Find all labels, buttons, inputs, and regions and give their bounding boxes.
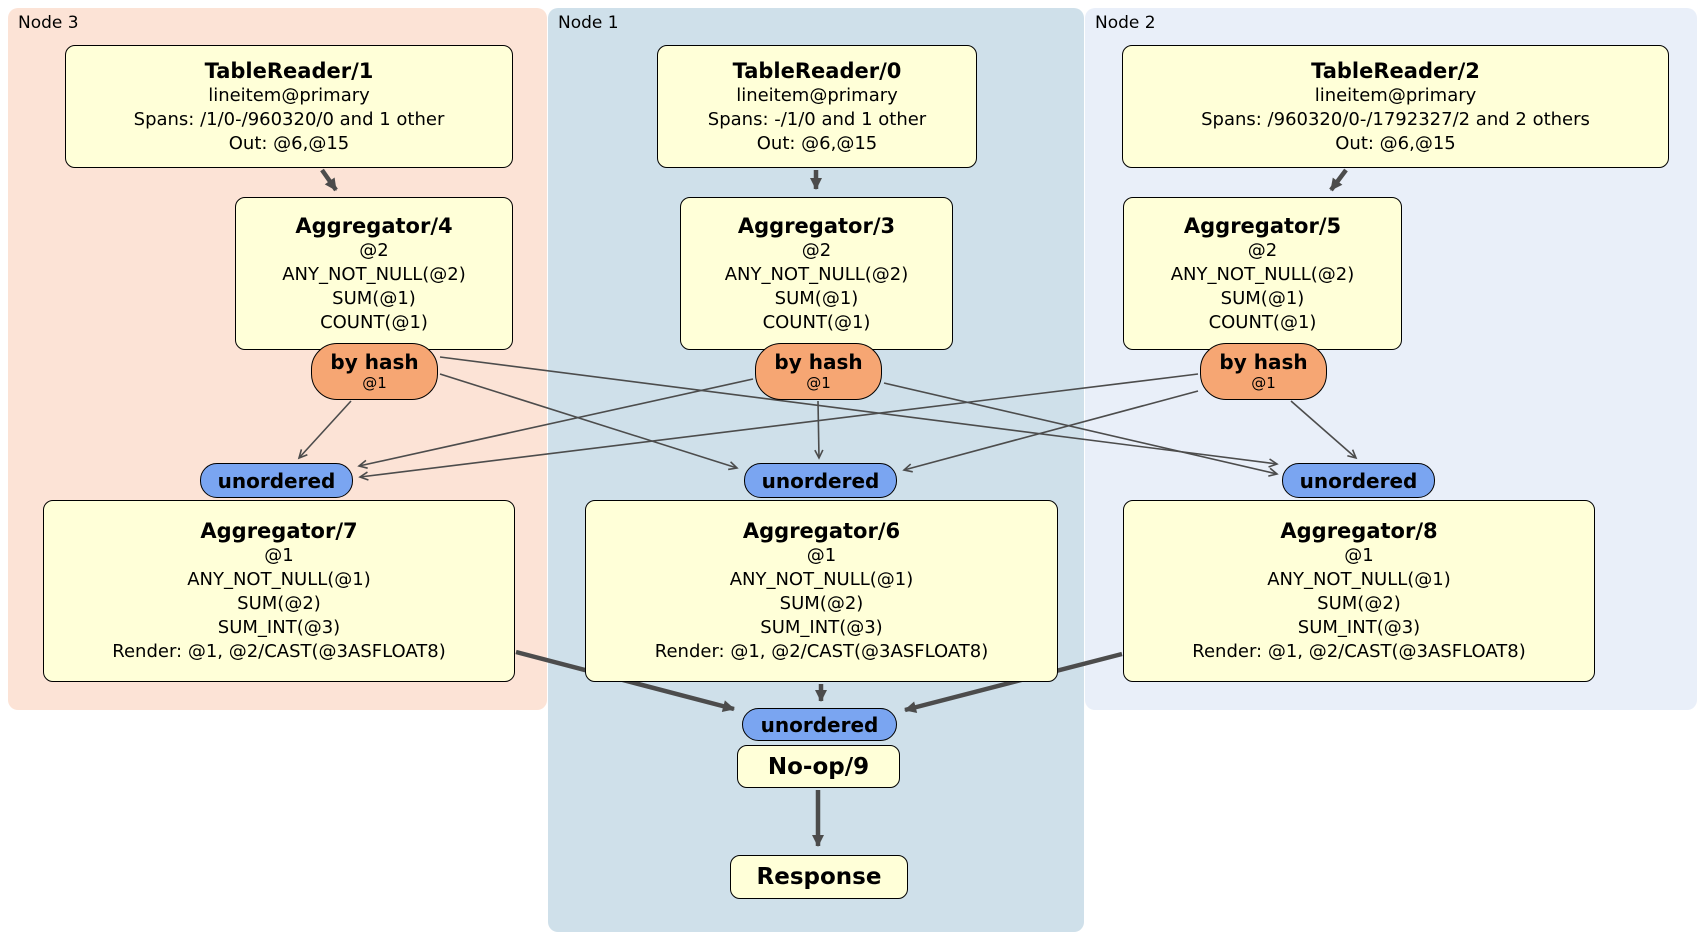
box-title: Aggregator/4 xyxy=(295,213,453,238)
edge-hash-n2-unordered-n1 xyxy=(902,390,1199,473)
box-title: TableReader/2 xyxy=(1311,58,1480,83)
box-detail: COUNT(@1) xyxy=(320,311,428,333)
box-title: Aggregator/3 xyxy=(737,213,896,238)
box-detail: ANY_NOT_NULL(@1) xyxy=(1267,569,1451,590)
box-detail: @1 xyxy=(1344,545,1374,566)
edge-tablereader2-aggregator5 xyxy=(1329,168,1348,192)
box-title: Response xyxy=(756,864,882,890)
node1-label: Node 1 xyxy=(558,13,619,33)
box-aggregator-7: Aggregator/7 @1 ANY_NOT_NULL(@1) SUM(@2)… xyxy=(43,500,515,682)
edge-hash-n1-unordered-n3 xyxy=(357,378,754,469)
box-detail: SUM(@2) xyxy=(1317,593,1401,614)
box-detail: Render: @1, @2/CAST(@3ASFLOAT8) xyxy=(112,641,446,662)
box-response: Response xyxy=(730,855,908,899)
box-detail: ANY_NOT_NULL(@1) xyxy=(187,569,371,590)
sync-unordered-node2: unordered xyxy=(1282,463,1435,498)
router-key: @1 xyxy=(1251,374,1276,392)
edge-hash-n3-unordered-n3 xyxy=(297,400,352,460)
box-detail: Render: @1, @2/CAST(@3ASFLOAT8) xyxy=(1192,641,1526,662)
box-tablereader-2: TableReader/2 lineitem@primary Spans: /9… xyxy=(1122,45,1669,168)
box-detail: ANY_NOT_NULL(@2) xyxy=(724,263,909,285)
edge-hash-n3-unordered-n2 xyxy=(439,356,1279,468)
box-detail: lineitem@primary xyxy=(1314,84,1477,106)
sync-unordered-node3: unordered xyxy=(200,463,353,498)
router-label: by hash xyxy=(1219,350,1308,374)
edge-hash-n1-unordered-n1 xyxy=(814,400,824,460)
box-detail: SUM(@2) xyxy=(779,593,864,614)
box-detail: SUM_INT(@3) xyxy=(760,617,883,638)
box-detail: Spans: -/1/0 and 1 other xyxy=(707,108,927,130)
edge-aggregator8-unordered-final xyxy=(904,651,1123,714)
box-aggregator-3: Aggregator/3 @2 ANY_NOT_NULL(@2) SUM(@1)… xyxy=(680,197,953,350)
box-detail: Out: @6,@15 xyxy=(756,132,878,154)
sync-unordered-node1: unordered xyxy=(744,463,897,498)
box-detail: Out: @6,@15 xyxy=(228,132,350,154)
box-detail: @2 xyxy=(1247,239,1278,261)
box-detail: COUNT(@1) xyxy=(1208,311,1317,333)
box-aggregator-8: Aggregator/8 @1 ANY_NOT_NULL(@1) SUM(@2)… xyxy=(1123,500,1595,682)
box-detail: SUM_INT(@3) xyxy=(1297,617,1421,638)
box-detail: Out: @6,@15 xyxy=(1335,132,1456,154)
box-detail: @1 xyxy=(264,545,294,566)
box-aggregator-4: Aggregator/4 @2 ANY_NOT_NULL(@2) SUM(@1)… xyxy=(235,197,513,350)
edge-hash-n1-unordered-n2 xyxy=(883,382,1279,477)
router-key: @1 xyxy=(362,374,387,392)
box-detail: SUM_INT(@3) xyxy=(217,617,341,638)
router-key: @1 xyxy=(806,374,831,392)
box-detail: SUM(@2) xyxy=(237,593,321,614)
box-aggregator-5: Aggregator/5 @2 ANY_NOT_NULL(@2) SUM(@1)… xyxy=(1123,197,1402,350)
edge-hash-n2-unordered-n2 xyxy=(1290,400,1358,460)
box-detail: @2 xyxy=(801,239,832,261)
router-label: by hash xyxy=(330,350,419,374)
router-by-hash-node1: by hash @1 xyxy=(755,343,882,400)
router-by-hash-node3: by hash @1 xyxy=(311,343,438,400)
box-detail: SUM(@1) xyxy=(774,287,859,309)
router-label: by hash xyxy=(774,350,863,374)
box-title: Aggregator/8 xyxy=(1280,519,1438,543)
box-tablereader-0: TableReader/0 lineitem@primary Spans: -/… xyxy=(657,45,977,168)
box-detail: @2 xyxy=(359,239,389,261)
box-detail: ANY_NOT_NULL(@2) xyxy=(1170,263,1355,285)
box-tablereader-1: TableReader/1 lineitem@primary Spans: /1… xyxy=(65,45,513,168)
box-aggregator-6: Aggregator/6 @1 ANY_NOT_NULL(@1) SUM(@2)… xyxy=(585,500,1058,682)
sync-unordered-final: unordered xyxy=(742,708,897,741)
edge-hash-n3-unordered-n1 xyxy=(439,373,739,471)
edge-hash-n2-unordered-n3 xyxy=(358,373,1199,481)
box-detail: lineitem@primary xyxy=(736,84,898,106)
box-detail: lineitem@primary xyxy=(208,84,370,106)
box-detail: Spans: /960320/0-/1792327/2 and 2 others xyxy=(1201,108,1590,130)
node2-label: Node 2 xyxy=(1095,13,1156,33)
box-noop-9: No-op/9 xyxy=(737,745,900,788)
box-title: Aggregator/5 xyxy=(1183,213,1342,238)
box-detail: ANY_NOT_NULL(@1) xyxy=(729,569,914,590)
box-title: TableReader/0 xyxy=(732,58,902,83)
box-detail: @1 xyxy=(806,545,837,566)
box-detail: COUNT(@1) xyxy=(762,311,871,333)
box-title: Aggregator/7 xyxy=(200,519,358,543)
box-detail: SUM(@1) xyxy=(332,287,416,309)
box-title: TableReader/1 xyxy=(204,58,374,83)
box-detail: Spans: /1/0-/960320/0 and 1 other xyxy=(133,108,445,130)
box-title: No-op/9 xyxy=(767,753,870,780)
node3-label: Node 3 xyxy=(18,13,79,33)
box-detail: Render: @1, @2/CAST(@3ASFLOAT8) xyxy=(654,641,989,662)
box-detail: ANY_NOT_NULL(@2) xyxy=(282,263,466,285)
box-title: Aggregator/6 xyxy=(742,519,901,543)
edge-tablereader1-aggregator4 xyxy=(320,168,338,192)
box-detail: SUM(@1) xyxy=(1220,287,1305,309)
router-by-hash-node2: by hash @1 xyxy=(1200,343,1327,400)
